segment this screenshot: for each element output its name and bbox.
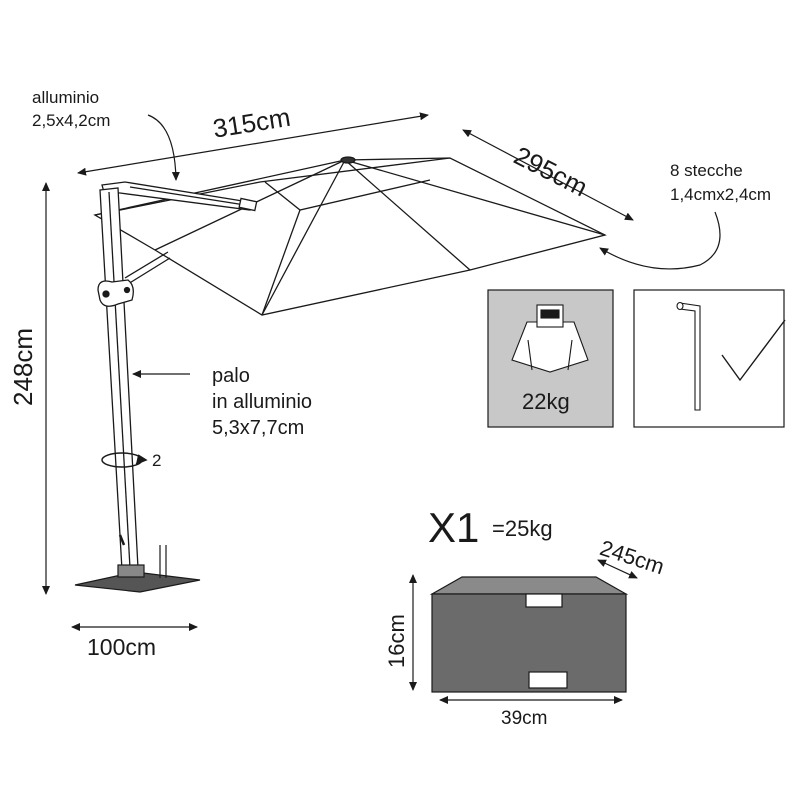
ribs-size-label: 1,4cmx2,4cm [670,185,772,204]
checkmark-icon [721,319,786,382]
block-weight-label: =25kg [492,516,553,541]
base-width-label: 100cm [87,634,157,660]
arm-material-label: alluminio [32,88,100,107]
block-quantity-label: X1 [428,504,480,551]
pole-label: palo [212,365,250,387]
block-width-label: 39cm [501,708,548,729]
base-weight-label: 22kg [522,389,570,414]
umbrella-pole [97,187,139,571]
dimension-lines [42,112,721,631]
rotation-arrow-icon [101,452,148,468]
pole-material-label: in alluminio [212,391,313,413]
block-height-label: 16cm [384,614,409,668]
arm-size-label: 2,5x4,2cm [32,111,111,130]
height-dimension-label: 248cm [8,327,38,406]
base-weight-panel [487,289,614,428]
allen-key-icon [676,301,701,411]
weight-block [429,576,629,693]
umbrella-base [74,534,201,593]
tool-panel [633,289,786,428]
block-dimension-lines [409,559,638,704]
ribs-count-label: 8 stecche [670,161,743,180]
rotation-count-label: 2 [152,451,162,470]
umbrella-arm [101,181,258,285]
base-weight-icon [511,304,589,373]
pole-size-label: 5,3x7,7cm [212,417,305,439]
